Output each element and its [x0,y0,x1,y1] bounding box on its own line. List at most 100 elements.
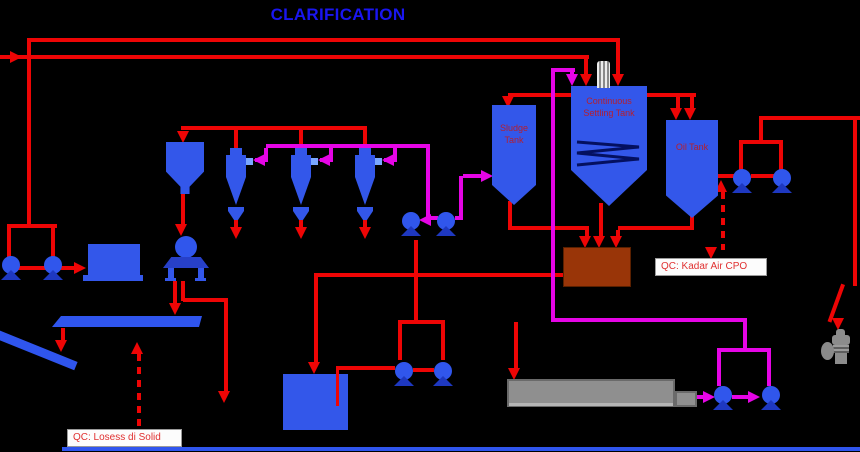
pipe-red [759,116,763,142]
vertical-pump-body [835,353,847,364]
pipe-red [616,230,620,237]
pipe-red [508,226,589,230]
pipe-red [398,324,402,360]
cyclone-neck [230,148,242,155]
pipe-magenta [393,148,397,162]
pipe-magenta [743,318,747,350]
feed-hopper [166,142,204,194]
oil-tank-label: Oil Tank [675,142,709,152]
cyclone-neck [295,148,307,155]
pipe-red [318,273,563,277]
pipe-red [299,220,303,228]
pipe-magenta [551,68,575,72]
stand-foot [195,278,206,281]
page-title: CLARIFICATION [270,5,406,24]
cyclone-funnel [293,207,309,211]
arrow-down-icon [295,227,307,239]
pipe-red [676,97,680,109]
stand-pump-body [175,236,197,258]
cyclone-inlet-nub [311,158,318,165]
arrow-down-icon [230,227,242,239]
cyclone-cone [355,177,375,205]
heating-coil-icon [576,140,640,167]
arrow-up-icon [715,180,727,192]
arrow-down-icon [579,236,591,248]
cyclone-funnel [357,207,373,211]
arrow-down-icon [218,391,230,403]
pipe-magenta [459,176,463,220]
pipe-red [514,322,518,368]
pipe-red [739,140,743,170]
decanter [507,379,675,407]
arrow-down-icon [177,131,189,143]
sand-pump [436,212,457,238]
arrow-right-icon [703,391,715,403]
pipe-red [853,120,857,286]
pipe-red [29,38,620,42]
pipe-red [7,228,11,258]
pipe-red [690,214,694,230]
stand-leg [168,268,174,279]
pipe-red [61,328,65,342]
cyclone-funnel-cone [357,211,373,223]
pipe-magenta [329,148,333,162]
pipe-red [759,116,860,120]
vertical-pump-head [832,335,850,345]
pipe-dashed-qc [137,354,141,428]
pipe-red [414,240,418,322]
pipe-red [181,281,185,301]
pipe-red [181,126,367,130]
pipe-magenta [551,68,555,322]
pipe-red [584,55,588,74]
arrow-down-icon [508,368,520,380]
decanter-strip [509,403,673,406]
pit-pump [433,362,454,388]
sludge-tank-label: Sludge Tank [499,123,529,145]
arrow-left-icon [318,154,330,166]
arrow-down-icon [580,74,592,86]
pipe-red [7,224,57,228]
cpo-pump [772,169,793,195]
pipe-magenta [266,144,430,148]
qc-solid-text: QC: Losess di Solid [73,432,161,443]
pipe-red [616,38,620,74]
pipe-magenta [428,216,438,220]
pipe-magenta [426,144,430,218]
arrow-down-icon [610,236,622,248]
arrow-right-icon [748,391,760,403]
cyclone-body [291,155,311,177]
settling-tank-label: Continuous Settling Tank [583,96,635,118]
cyclone-funnel-cone [228,211,244,223]
sand-pump [401,212,422,238]
vertical-pump-rings [833,345,849,353]
pipe-red [718,174,736,178]
arrow-down-icon [612,74,624,86]
pipe-red [599,203,603,236]
sludge-tank: Sludge Tank [492,105,536,205]
arrow-down-icon [670,108,682,120]
crude-oil-box [563,247,631,287]
vertical-pump-inlet [821,342,834,360]
pipe-red [363,130,367,150]
pump [1,256,22,282]
pipe-magenta [463,174,483,178]
pipe-red [173,281,177,303]
pipe-red [224,298,228,391]
cyclone-funnel-cone [293,211,309,223]
cyclone-cone [226,177,246,205]
arrow-down-icon [593,236,605,248]
pipe-red [0,55,589,59]
arrow-up-icon [131,342,143,354]
pipe-magenta [717,348,771,352]
vertical-pump-cap [836,329,845,335]
arrow-down-icon [308,362,320,374]
arrow-down-icon [359,227,371,239]
arrow-down-icon [175,224,187,236]
qc-label-solid: QC: Losess di Solid [67,429,182,447]
arrow-down-icon [169,303,181,315]
cyclone-body [355,155,375,177]
vibrating-screen [88,244,140,275]
arrow-right-icon [74,262,86,274]
stand-pump-base [163,257,209,268]
